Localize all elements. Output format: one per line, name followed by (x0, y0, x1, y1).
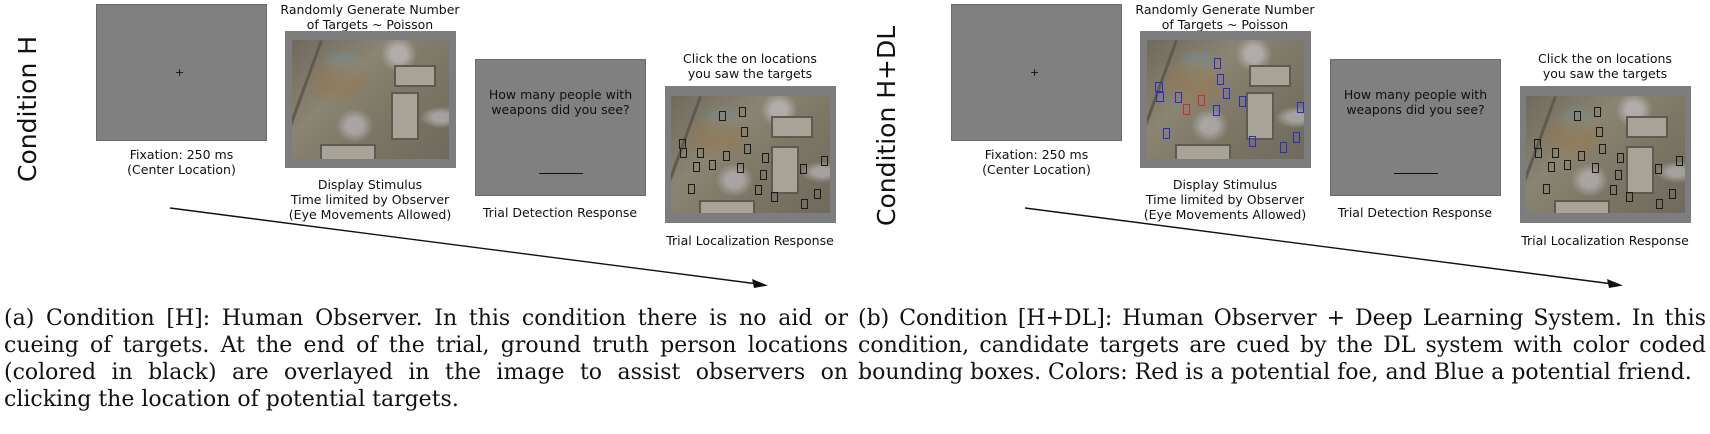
detection-question: How many people with weapons did you see… (488, 87, 633, 117)
aerial-scene-image[interactable] (1526, 96, 1685, 213)
ground-truth-box (739, 107, 746, 117)
fixation-screen: + (951, 4, 1122, 141)
ground-truth-box (1543, 184, 1550, 194)
friend-cue-box (1280, 142, 1287, 153)
time-arrow-icon (1024, 207, 1623, 288)
panel-condition-h-dl: Condition H+DL + Fixation: 250 ms (Cente… (855, 0, 1710, 288)
ground-truth-box (697, 148, 704, 158)
ground-truth-box (741, 127, 748, 137)
ground-truth-box (1596, 127, 1603, 137)
ground-truth-box (693, 162, 700, 172)
ground-truth-box (1617, 153, 1624, 163)
fixation-screen: + (96, 4, 267, 141)
ground-truth-box (1592, 163, 1599, 173)
ground-truth-box (801, 199, 808, 209)
caption-a: (a) Condition [H]: Human Observer. In th… (4, 306, 848, 412)
fixation-caption: Fixation: 250 ms (Center Location) (127, 147, 236, 177)
fixation-caption: Fixation: 250 ms (Center Location) (982, 147, 1091, 177)
ground-truth-box (771, 192, 778, 202)
ground-truth-box (1548, 162, 1555, 172)
ground-truth-box (760, 170, 767, 180)
aerial-scene-image[interactable] (671, 96, 830, 213)
friend-cue-box (1213, 105, 1220, 116)
detection-caption: Trial Detection Response (482, 205, 638, 220)
time-arrow-icon (169, 207, 768, 288)
aerial-scene-image (1147, 40, 1304, 159)
stimulus-caption: Display Stimulus Time limited by Observe… (288, 177, 452, 222)
detection-question: How many people with weapons did you see… (1343, 87, 1488, 117)
ground-truth-box (814, 189, 821, 199)
stimulus-title: Randomly Generate Number of Targets ~ Po… (280, 2, 460, 32)
localization-caption: Trial Localization Response (666, 233, 834, 248)
localization-title: Click the on locations you saw the targe… (1538, 51, 1672, 81)
ground-truth-box (744, 144, 751, 154)
detection-screen: How many people with weapons did you see… (1330, 59, 1501, 196)
ground-truth-box (1574, 111, 1581, 121)
ground-truth-box (688, 184, 695, 194)
fixation-cross-icon: + (1030, 66, 1040, 79)
foe-cue-box (1198, 95, 1205, 106)
stimulus-caption: Display Stimulus Time limited by Observe… (1143, 177, 1307, 222)
ground-truth-box (719, 111, 726, 121)
friend-cue-box (1223, 88, 1230, 99)
friend-cue-box (1214, 58, 1221, 69)
ground-truth-box (762, 153, 769, 163)
aerial-scene-image (292, 40, 449, 159)
fixation-cross-icon: + (175, 66, 185, 79)
friend-cue-box (1239, 96, 1246, 107)
ground-truth-box (1676, 156, 1683, 166)
stimulus-screen (285, 31, 456, 168)
ground-truth-box (1655, 164, 1662, 174)
friend-cue-box (1297, 102, 1304, 113)
panel-condition-h: Condition H + Fixation: 250 ms (Center L… (0, 0, 855, 288)
friend-cue-box (1217, 74, 1224, 85)
ground-truth-box (680, 148, 687, 158)
foe-cue-box (1183, 104, 1190, 115)
localization-screen[interactable] (1520, 86, 1691, 223)
ground-truth-box (1594, 107, 1601, 117)
friend-cue-box (1156, 92, 1164, 102)
ground-truth-box (1578, 151, 1585, 161)
friend-cue-box (1175, 92, 1182, 103)
caption-b: (b) Condition [H+DL]: Human Observer + D… (858, 306, 1706, 385)
ground-truth-box (1615, 170, 1622, 180)
ground-truth-box (1669, 189, 1676, 199)
ground-truth-box (709, 160, 716, 170)
ground-truth-box (1626, 192, 1633, 202)
ground-truth-box (723, 151, 730, 161)
stimulus-title: Randomly Generate Number of Targets ~ Po… (1135, 2, 1315, 32)
ground-truth-box (821, 156, 828, 166)
ground-truth-box (1610, 185, 1617, 195)
ground-truth-box (1535, 148, 1542, 158)
friend-cue-box (1249, 136, 1256, 147)
answer-input-line[interactable] (539, 173, 583, 174)
ground-truth-box (1599, 144, 1606, 154)
friend-cue-box (1293, 132, 1300, 143)
stimulus-screen (1140, 31, 1311, 168)
ground-truth-box (800, 164, 807, 174)
detection-screen: How many people with weapons did you see… (475, 59, 646, 196)
localization-title: Click the on locations you saw the targe… (683, 51, 817, 81)
friend-cue-box (1163, 128, 1170, 139)
ground-truth-box (755, 185, 762, 195)
ground-truth-box (1656, 199, 1663, 209)
ground-truth-box (1564, 160, 1571, 170)
ground-truth-box (1552, 148, 1559, 158)
answer-input-line[interactable] (1394, 173, 1438, 174)
ground-truth-box (737, 163, 744, 173)
detection-caption: Trial Detection Response (1337, 205, 1493, 220)
localization-screen[interactable] (665, 86, 836, 223)
friend-cue-box (1155, 82, 1163, 92)
localization-caption: Trial Localization Response (1521, 233, 1689, 248)
